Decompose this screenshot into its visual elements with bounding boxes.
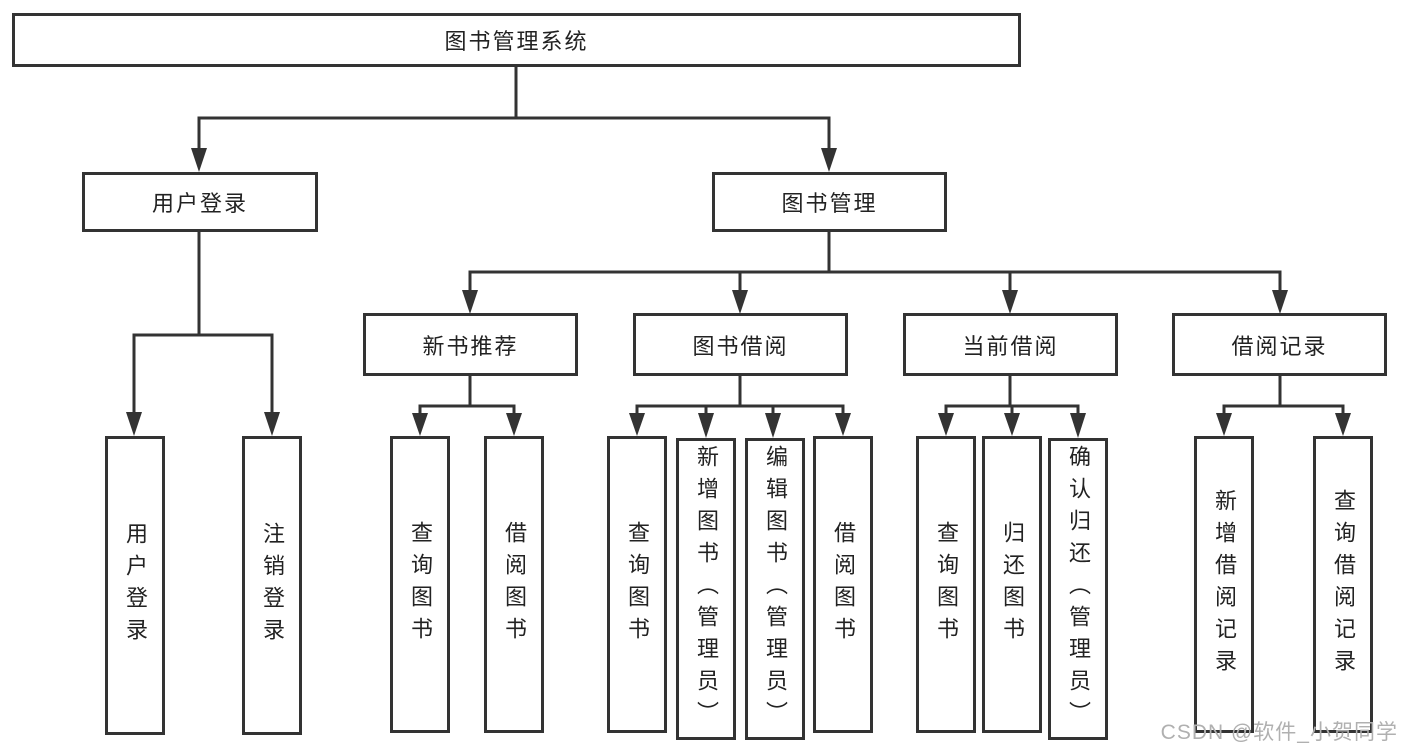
node-borrow-record: 借阅记录 — [1172, 313, 1387, 376]
leaf-confirm-return-admin: 确认归还（管理员） — [1048, 438, 1108, 740]
leaf-add-borrow-record: 新增借阅记录 — [1194, 436, 1254, 733]
node-current-borrow: 当前借阅 — [903, 313, 1118, 376]
leaf-edit-book-admin: 编辑图书（管理员） — [745, 438, 805, 740]
leaf-user-login: 用户登录 — [105, 436, 165, 735]
leaf-return-book: 归还图书 — [982, 436, 1042, 733]
node-user-login: 用户登录 — [82, 172, 318, 232]
leaf-add-book-admin: 新增图书（管理员） — [676, 438, 736, 740]
leaf-logout: 注销登录 — [242, 436, 302, 735]
arrowheads — [126, 148, 1351, 438]
leaf-query-book-current: 查询图书 — [916, 436, 976, 733]
leaf-query-book-borrow: 查询图书 — [607, 436, 667, 733]
node-library-management-system: 图书管理系统 — [12, 13, 1021, 67]
watermark-text: CSDN @软件_小贺同学 — [1160, 721, 1398, 744]
node-book-management: 图书管理 — [712, 172, 947, 232]
node-new-book-recommend: 新书推荐 — [363, 313, 578, 376]
leaf-borrow-book: 借阅图书 — [813, 436, 873, 733]
leaf-query-borrow-record: 查询借阅记录 — [1313, 436, 1373, 733]
node-book-borrow: 图书借阅 — [633, 313, 848, 376]
leaf-borrow-book-recommend: 借阅图书 — [484, 436, 544, 733]
leaf-query-book-recommend: 查询图书 — [390, 436, 450, 733]
